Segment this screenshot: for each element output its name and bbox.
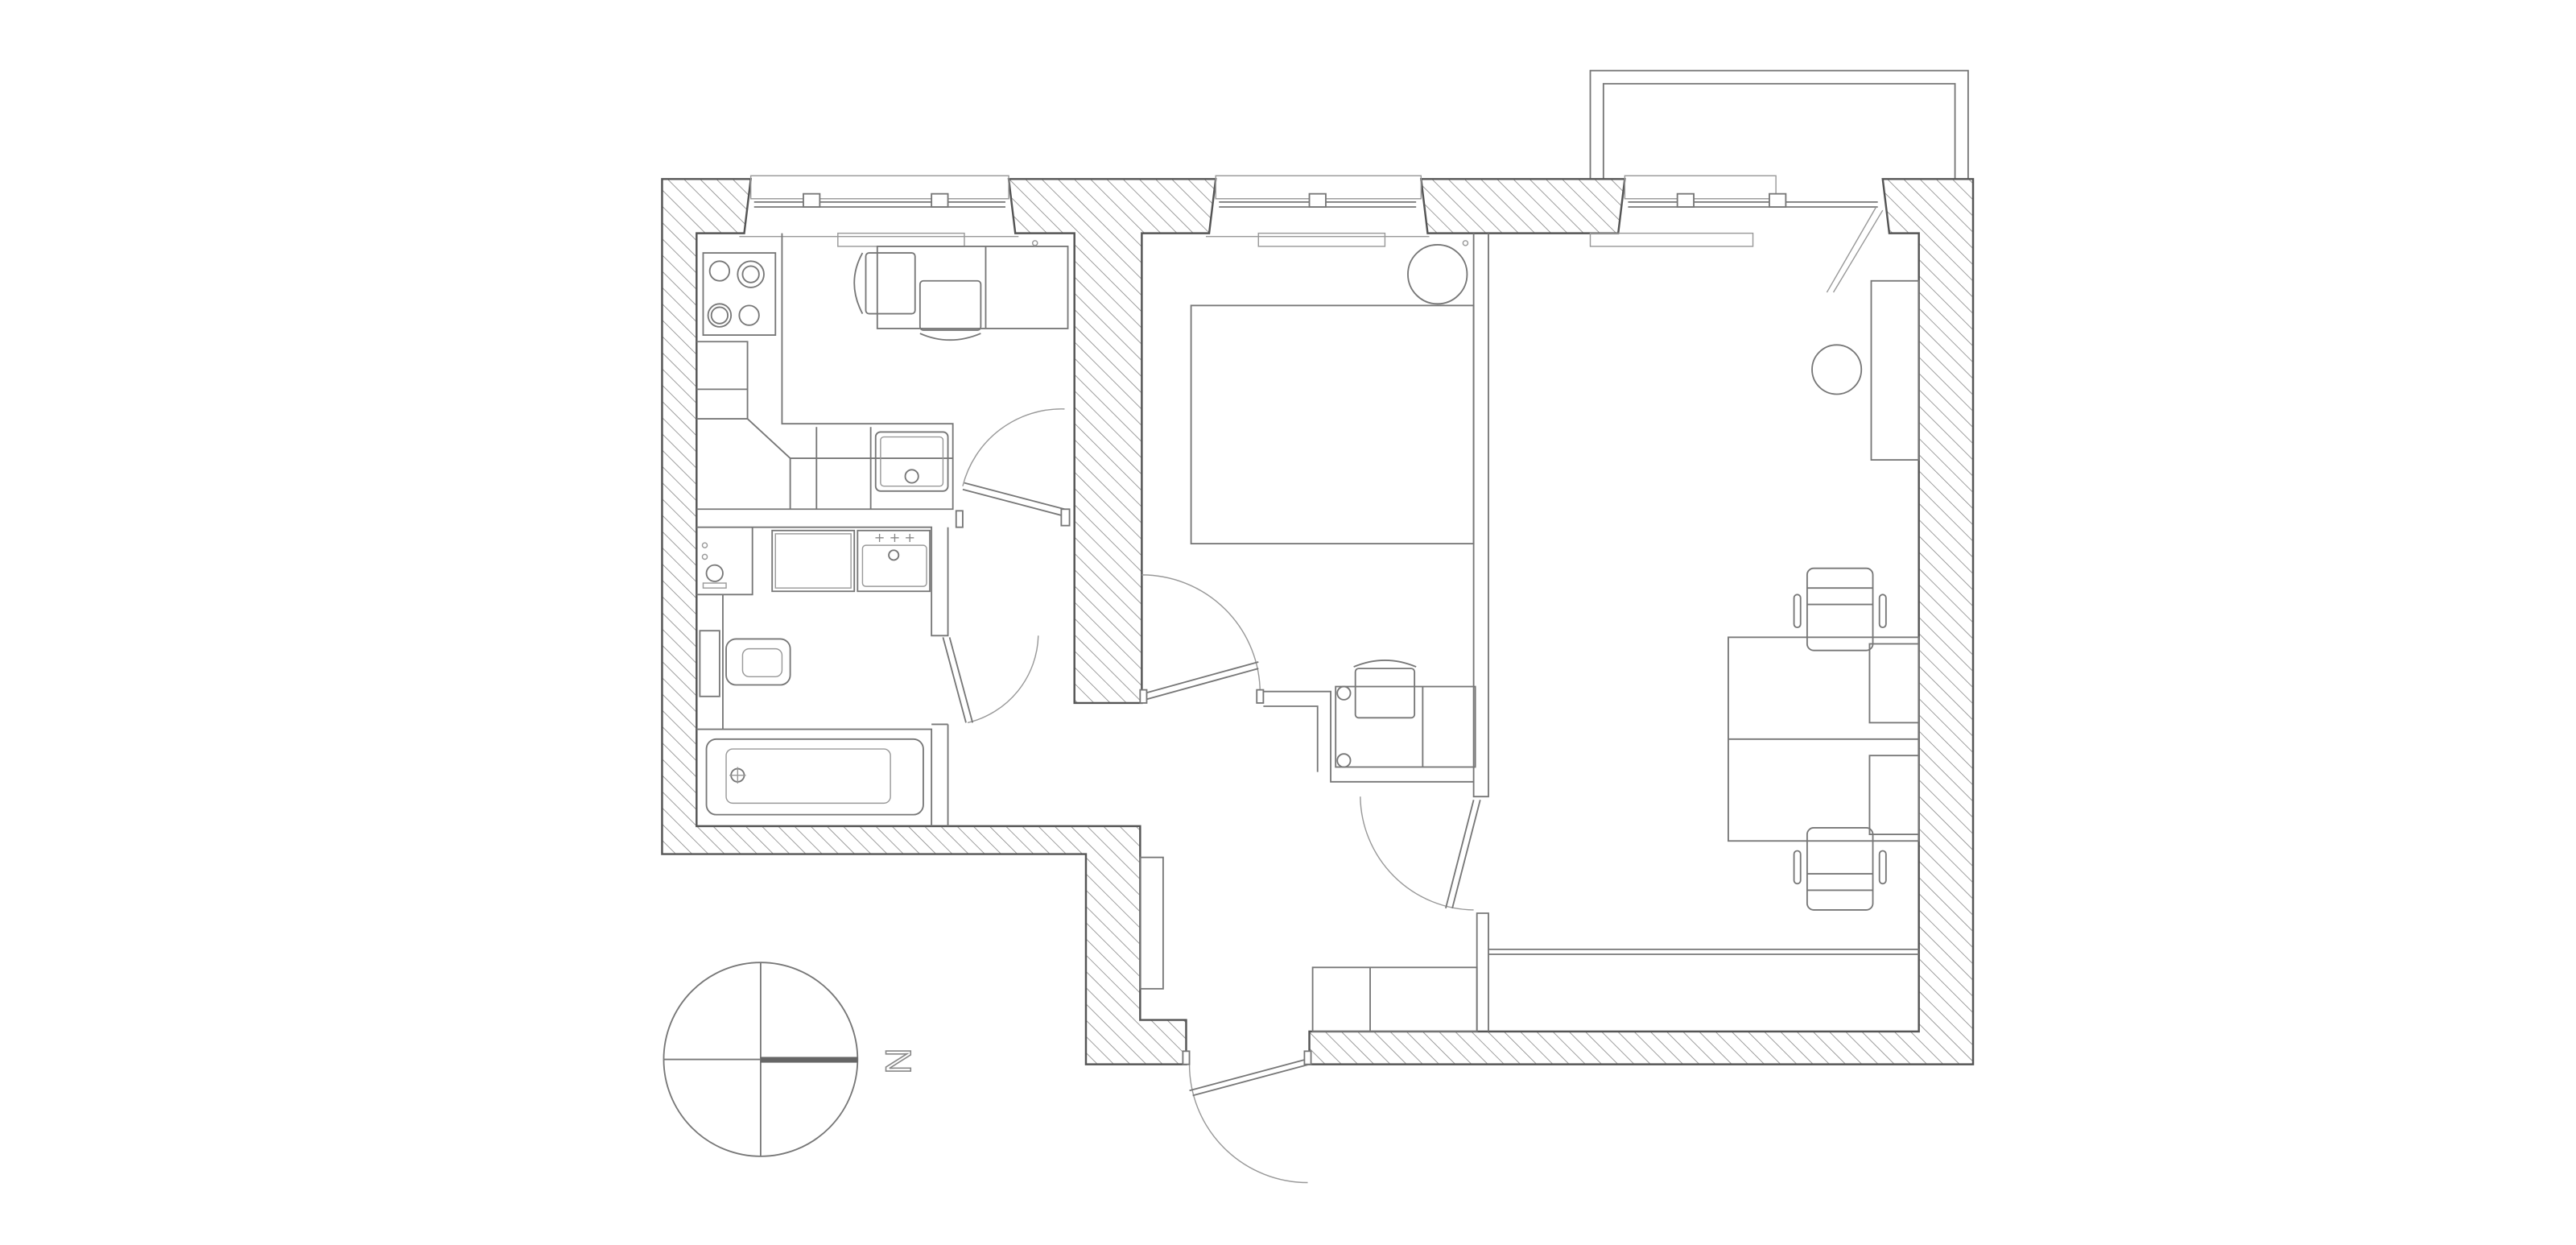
hall (1139, 856, 1489, 1032)
chair (919, 279, 982, 331)
north-marker (760, 1057, 858, 1063)
bathroom-sink (857, 529, 931, 593)
walls (661, 178, 1975, 1065)
bathroom: + + + (696, 526, 949, 826)
north-compass: N (663, 962, 919, 1157)
desk (1335, 685, 1476, 768)
window-living (1589, 175, 1884, 293)
plant (1811, 344, 1863, 395)
window-kitchen (739, 175, 1019, 247)
kitchen-table (876, 246, 1069, 329)
balcony (1589, 69, 1969, 180)
chair (1354, 668, 1416, 719)
washing-machine (771, 529, 856, 593)
windows (739, 175, 1884, 293)
shelf (1870, 279, 1920, 461)
north-label: N (877, 1048, 919, 1073)
kitchen-sink (874, 431, 949, 492)
svg-text:+ + +: + + + (874, 530, 915, 545)
doors (942, 408, 1481, 1184)
bed (1190, 304, 1475, 545)
bedroom (1190, 233, 1489, 798)
living-room (1488, 279, 1920, 955)
chair (1793, 567, 1887, 651)
stove (702, 252, 777, 336)
bathtub (705, 738, 924, 816)
toilet (725, 638, 791, 686)
kitchen (696, 233, 1069, 511)
toilet-tank (699, 630, 720, 697)
chair (865, 252, 916, 315)
plant (1407, 243, 1468, 305)
chair (1793, 827, 1887, 911)
window-bedroom (1205, 175, 1430, 247)
shoe-cabinet (1139, 856, 1164, 990)
wardrobe (1311, 966, 1478, 1032)
